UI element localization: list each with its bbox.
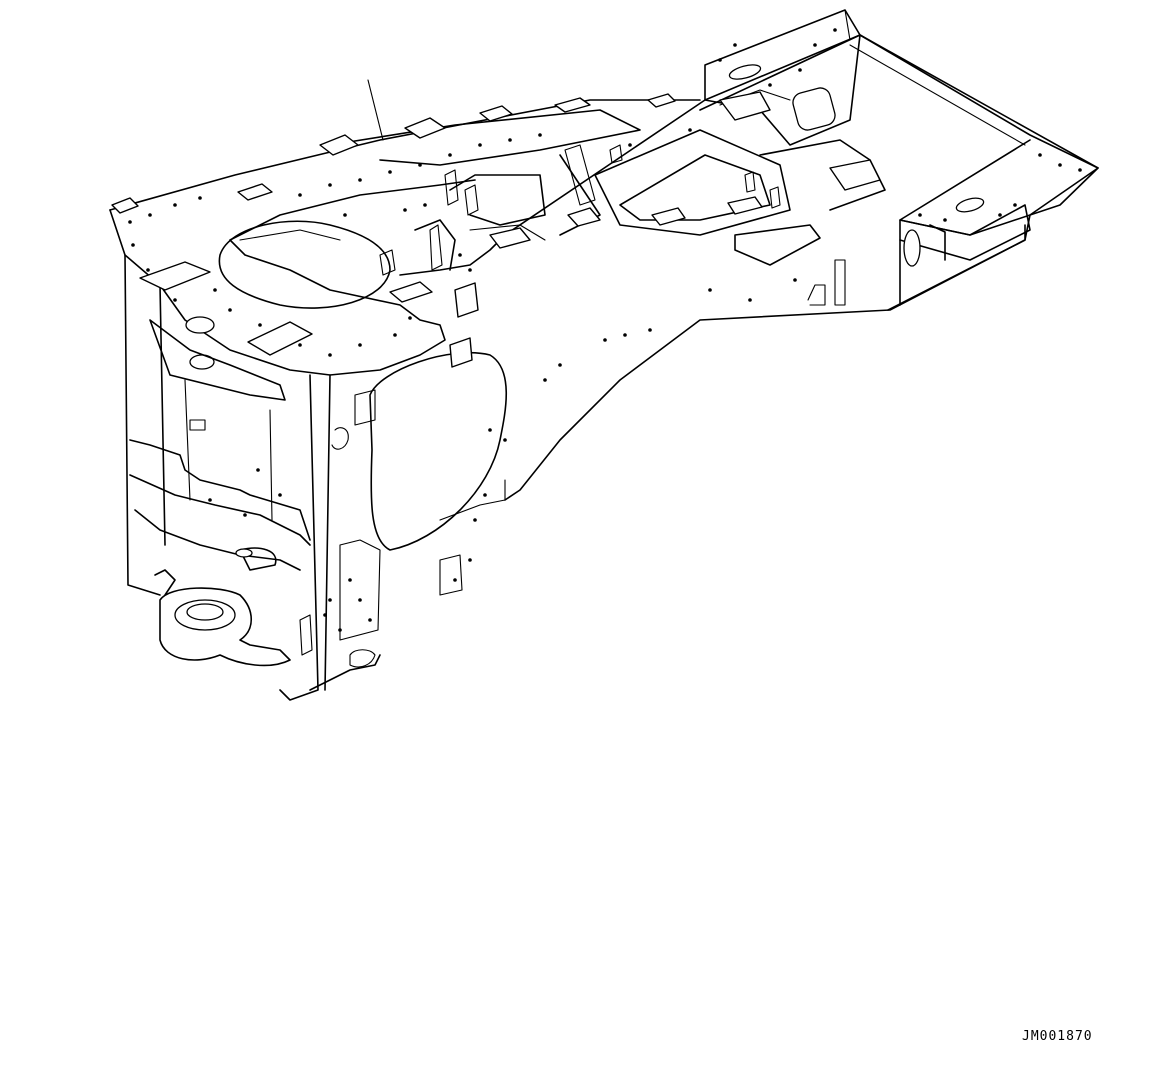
drawing-code-label: JM001870 <box>1022 1029 1093 1044</box>
leader-line <box>368 80 383 140</box>
bolt-holes <box>128 28 1082 632</box>
front-frame <box>110 180 506 700</box>
center-deck <box>110 100 700 275</box>
mounting-pads <box>112 92 880 367</box>
brackets <box>380 145 780 275</box>
rear-frame <box>505 10 1098 500</box>
